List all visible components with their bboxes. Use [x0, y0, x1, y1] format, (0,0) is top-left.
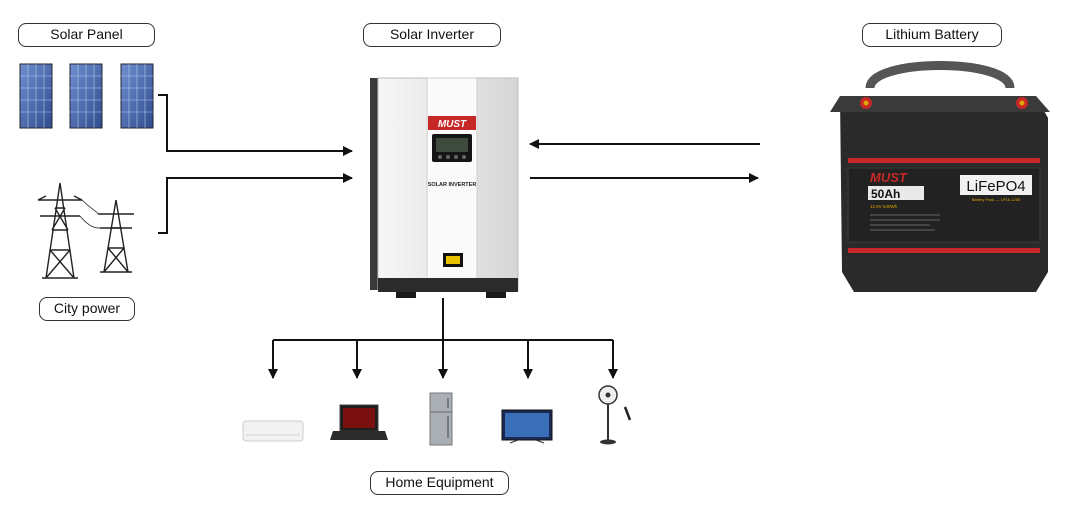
solar-panel-icon [69, 63, 103, 129]
solar-inverter-label: Solar Inverter [363, 23, 501, 47]
solar-to-inverter-arrow [158, 94, 353, 156]
battery-chemistry: LiFePO4 [966, 178, 1025, 195]
lithium-battery-device: MUST 50Ah 12.8V 640Wh LiFePO4 Battery Pa… [830, 61, 1050, 292]
battery-series: Battery Pack — LP16-1250 [972, 197, 1021, 202]
television-icon [501, 409, 553, 444]
refrigerator-icon [429, 392, 453, 446]
inverter-model: SOLAR INVERTER [428, 182, 477, 188]
solar-panel-icon [19, 63, 53, 129]
solar-panel-label: Solar Panel [18, 23, 155, 47]
home-equipment-label: Home Equipment [370, 471, 509, 495]
solar-panels [19, 63, 154, 129]
battery-spec: 12.8V 640Wh [870, 204, 898, 209]
inverter-brand: MUST [438, 119, 467, 130]
battery-capacity: 50Ah [871, 187, 900, 201]
solar-inverter-device: MUST SOLAR INVERTER [370, 77, 519, 298]
connection-lines [158, 94, 760, 379]
fan-icon [598, 385, 632, 445]
solar-panel-icon [120, 63, 154, 129]
grid-to-inverter-arrow [158, 173, 353, 234]
lithium-battery-label: Lithium Battery [862, 23, 1002, 47]
battery-brand: MUST [870, 170, 908, 185]
power-tower-icon [37, 182, 134, 279]
city-power-label: City power [39, 297, 135, 321]
laptop-icon [330, 404, 388, 440]
air-conditioner-icon [242, 420, 304, 442]
